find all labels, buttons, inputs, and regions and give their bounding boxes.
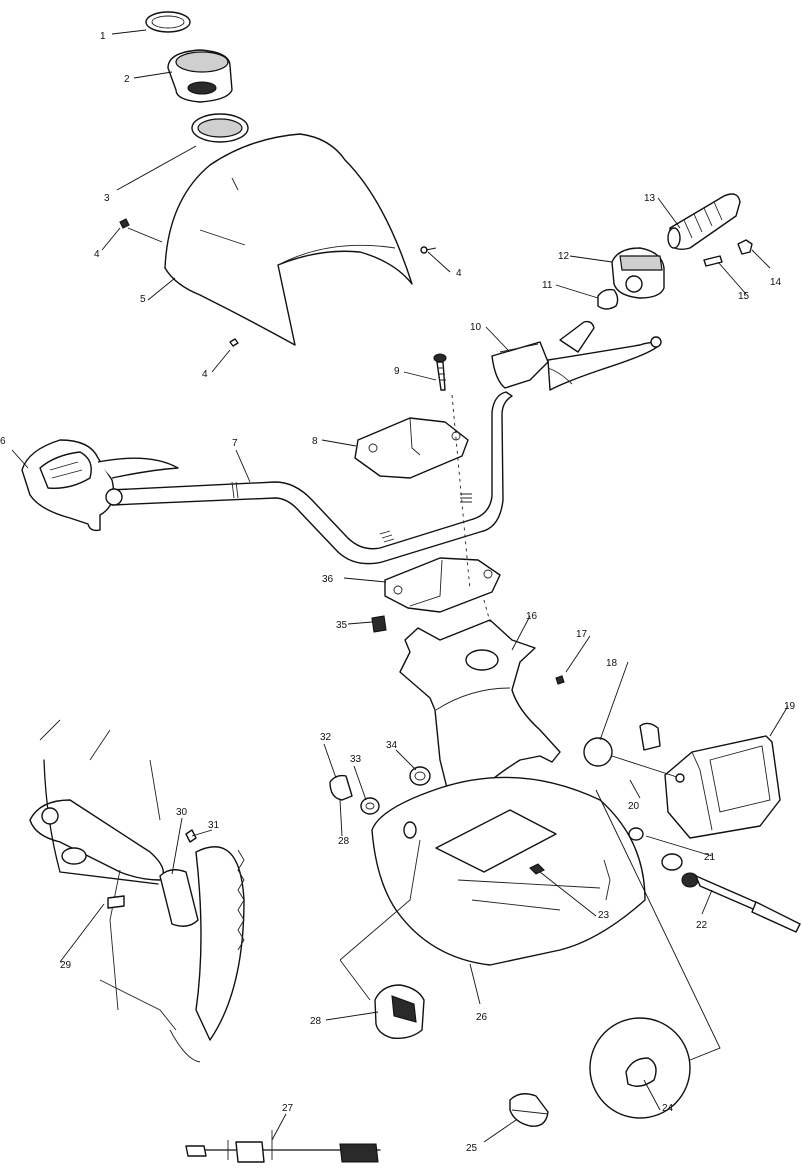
part-25-clamp — [509, 1093, 549, 1127]
callout-14: 14 — [770, 277, 782, 288]
part-2-grommet — [167, 49, 233, 103]
part-8-clamp-top — [354, 417, 469, 479]
callout-3: 3 — [104, 193, 110, 204]
part-3-ring-seal — [191, 113, 249, 143]
callout-29: 29 — [60, 960, 72, 971]
leader-lines — [11, 29, 789, 1143]
callout-1: 1 — [100, 31, 106, 42]
callout-23: 23 — [598, 910, 610, 921]
callout-2: 2 — [124, 74, 130, 85]
callout-7: 7 — [232, 438, 238, 449]
part-21-grommet — [628, 827, 644, 841]
part-12-throttle-housing — [611, 247, 665, 299]
callout-19: 19 — [784, 701, 796, 712]
callout-17: 17 — [576, 629, 588, 640]
callout-32: 32 — [320, 732, 332, 743]
part-20-adjuster — [675, 773, 685, 783]
callout-31: 31 — [208, 820, 220, 831]
callout-4c: 4 — [202, 369, 208, 380]
callout-5: 5 — [140, 294, 146, 305]
part-28-switch — [374, 984, 425, 1040]
part-34-grommet — [409, 766, 431, 786]
part-5-front-cover — [164, 133, 413, 346]
callout-18: 18 — [606, 658, 618, 669]
callout-34: 34 — [386, 740, 398, 751]
inset-brake-detail — [29, 719, 245, 1063]
part-4-screw-right — [420, 246, 437, 254]
callout-21: 21 — [704, 852, 716, 863]
part-6-switch-housing — [21, 439, 179, 532]
callout-33: 33 — [350, 754, 362, 765]
part-27-wire-harness — [185, 1130, 381, 1163]
callout-9: 9 — [394, 366, 400, 377]
callout-6: 6 — [0, 436, 6, 447]
part-24-detail-view — [589, 789, 721, 1119]
callout-28b: 28 — [338, 836, 350, 847]
part-4-screw-left — [119, 218, 163, 243]
part-17-screw — [555, 675, 565, 685]
callout-4a: 4 — [94, 249, 100, 260]
part-1-ring-seal — [145, 11, 191, 33]
part-15-pin — [703, 255, 723, 267]
part-22-adjust-screw — [661, 853, 801, 933]
callout-15: 15 — [738, 291, 750, 302]
part-10-master-cylinder — [491, 320, 662, 391]
part-23-nut — [529, 863, 545, 875]
part-26-pod-housing — [371, 776, 646, 966]
callout-36: 36 — [322, 574, 334, 585]
callout-12: 12 — [558, 251, 570, 262]
callout-35: 35 — [336, 620, 348, 631]
callout-28a: 28 — [310, 1016, 322, 1027]
part-7-handlebar — [109, 391, 513, 565]
callout-22: 22 — [696, 920, 708, 931]
part-35-clip — [371, 615, 387, 633]
part-4-screw-bottom — [229, 338, 239, 347]
callout-27: 27 — [282, 1103, 294, 1114]
callout-13: 13 — [644, 193, 656, 204]
callout-25: 25 — [466, 1143, 478, 1154]
callout-labels: 1 2 3 4 4 4 5 6 7 8 9 10 11 12 13 14 15 … — [0, 31, 796, 1154]
part-16-bracket — [399, 619, 561, 809]
callout-8: 8 — [312, 436, 318, 447]
part-33-washer — [360, 797, 380, 815]
part-13-grip — [667, 193, 741, 251]
callout-16: 16 — [526, 611, 538, 622]
part-36-clamp-bottom — [384, 557, 501, 613]
callout-4b: 4 — [456, 268, 462, 279]
callout-10: 10 — [470, 322, 482, 333]
part-18-bulb — [583, 722, 681, 779]
part-14-end-cap — [737, 239, 753, 255]
callout-11: 11 — [542, 280, 553, 291]
part-11-collar — [597, 288, 619, 310]
part-28-switch-small — [329, 774, 353, 801]
part-9-bolt — [433, 353, 447, 391]
callout-24: 24 — [662, 1103, 674, 1114]
part-19-headlight — [664, 735, 781, 839]
callout-20: 20 — [628, 801, 640, 812]
callout-26: 26 — [476, 1012, 488, 1023]
callout-30: 30 — [176, 807, 188, 818]
